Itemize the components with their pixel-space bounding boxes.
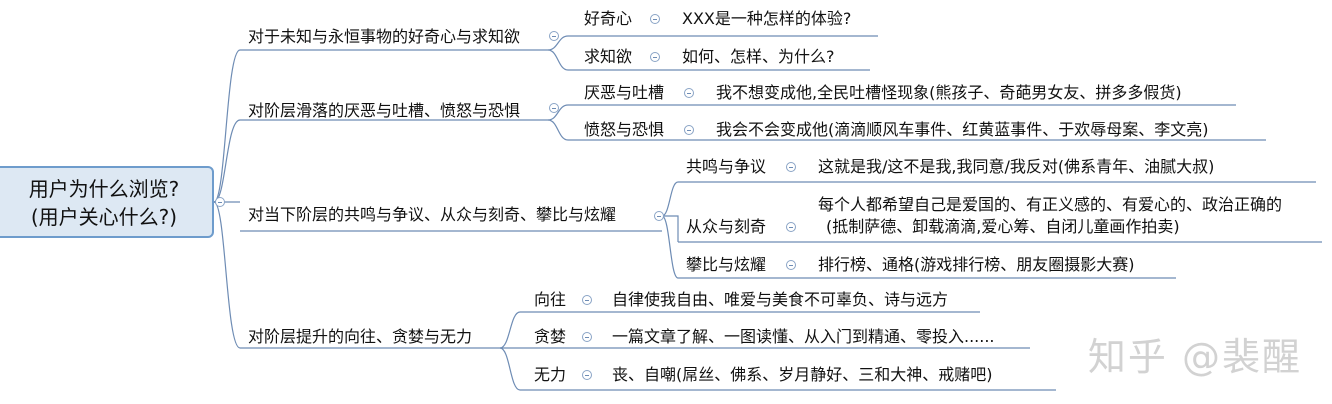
- detail-conformity-line1[interactable]: 每个人都希望自己是爱国的、有正义感的、有爱心的、政治正确的: [818, 195, 1283, 214]
- detail-powerlessness[interactable]: 丧、自嘲(屌丝、佛系、岁月静好、三和大神、戒赌吧): [612, 365, 993, 384]
- collapse-icon[interactable]: [215, 197, 225, 207]
- collapse-icon[interactable]: [650, 52, 660, 62]
- detail-curiosity[interactable]: XXX是一种怎样的体验?: [682, 9, 852, 28]
- collapse-icon[interactable]: [582, 332, 592, 342]
- detail-longing[interactable]: 自律使我自由、唯爱与美食不可辜负、诗与远方: [612, 290, 949, 309]
- collapse-icon[interactable]: [786, 222, 796, 232]
- collapse-icon[interactable]: [582, 370, 592, 380]
- node-powerlessness[interactable]: 无力: [534, 365, 567, 384]
- root-node[interactable]: 用户为什么浏览? (用户关心什么?): [0, 166, 214, 238]
- collapse-icon[interactable]: [549, 103, 559, 113]
- collapse-icon[interactable]: [582, 295, 592, 305]
- detail-thirst-for-knowledge[interactable]: 如何、怎样、为什么?: [682, 47, 835, 66]
- node-resonance-and-dispute[interactable]: 共鸣与争议: [686, 157, 767, 176]
- detail-anger-and-fear[interactable]: 我会不会变成他(滴滴顺风车事件、红黄蓝事件、于欢辱母案、李文亮): [716, 120, 1209, 139]
- node-disgust-and-ridicule[interactable]: 厌恶与吐槽: [584, 83, 665, 102]
- collapse-icon[interactable]: [684, 88, 694, 98]
- branch-class-decline[interactable]: 对阶层滑落的厌恶与吐槽、愤怒与恐惧: [248, 101, 521, 120]
- root-title: 用户为什么浏览?: [28, 177, 180, 201]
- collapse-icon[interactable]: [786, 260, 796, 270]
- branch-class-rise[interactable]: 对阶层提升的向往、贪婪与无力: [248, 327, 473, 346]
- root-subtitle: (用户关心什么?): [30, 205, 178, 229]
- node-thirst-for-knowledge[interactable]: 求知欲: [584, 47, 633, 66]
- branch-current-class[interactable]: 对当下阶层的共鸣与争议、从众与刻奇、攀比与炫耀: [248, 205, 617, 224]
- collapse-icon[interactable]: [786, 162, 796, 172]
- collapse-icon[interactable]: [654, 211, 664, 221]
- detail-comparison-and-showoff[interactable]: 排行榜、通格(游戏排行榜、朋友圈摄影大赛): [818, 255, 1135, 274]
- detail-greed[interactable]: 一篇文章了解、一图读懂、从入门到精通、零投入......: [612, 327, 995, 346]
- collapse-icon[interactable]: [650, 14, 660, 24]
- branch-curiosity[interactable]: 对于未知与永恒事物的好奇心与求知欲: [248, 27, 521, 46]
- detail-resonance-and-dispute[interactable]: 这就是我/这不是我,我同意/我反对(佛系青年、油腻大叔): [818, 157, 1215, 176]
- detail-disgust-and-ridicule[interactable]: 我不想变成他,全民吐槽怪现象(熊孩子、奇葩男女友、拼多多假货): [716, 83, 1182, 102]
- node-comparison-and-showoff[interactable]: 攀比与炫耀: [686, 255, 767, 274]
- detail-conformity-line2[interactable]: (抵制萨德、卸载滴滴,爱心筹、自闭儿童画作拍卖): [826, 217, 1180, 236]
- node-greed[interactable]: 贪婪: [534, 327, 567, 346]
- node-longing[interactable]: 向往: [534, 290, 567, 309]
- watermark: 知乎 @裴醒: [1087, 335, 1302, 379]
- node-conformity-and-kitsch[interactable]: 从众与刻奇: [686, 217, 767, 236]
- node-anger-and-fear[interactable]: 愤怒与恐惧: [584, 120, 665, 139]
- collapse-icon[interactable]: [684, 125, 694, 135]
- collapse-icon[interactable]: [549, 31, 559, 41]
- node-curiosity[interactable]: 好奇心: [584, 9, 633, 28]
